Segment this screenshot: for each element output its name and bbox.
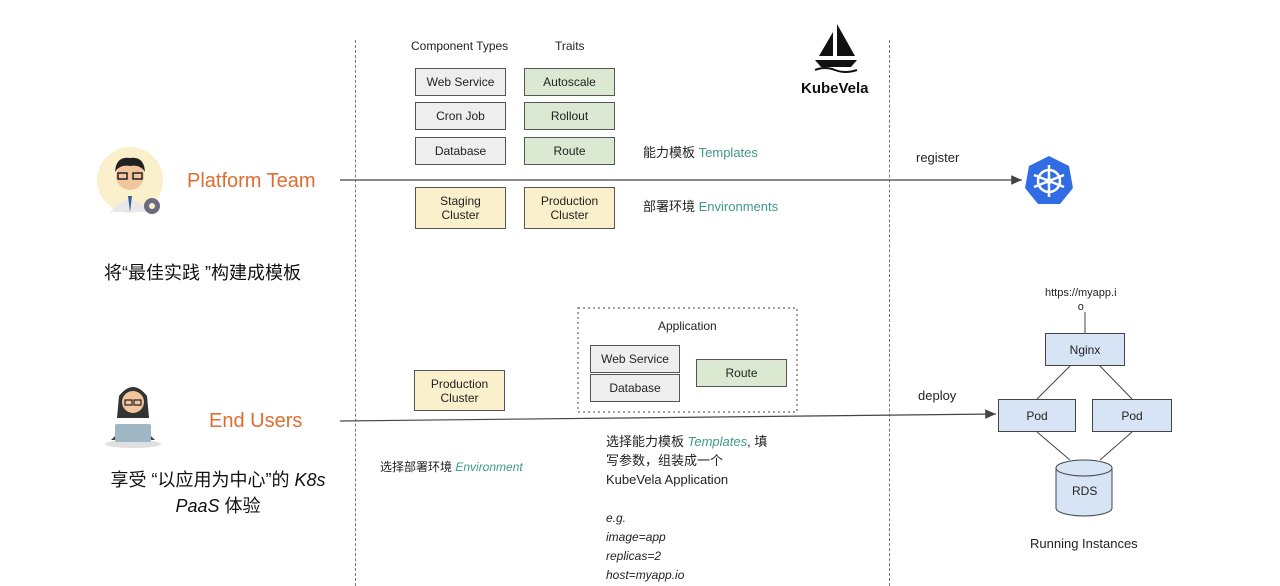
templates-label: 能力模板 Templates xyxy=(643,142,758,161)
end-users-title: End Users xyxy=(209,410,303,432)
application-frame xyxy=(577,307,798,413)
example-replicas: replicas=2 xyxy=(606,549,662,563)
select-env-label: 选择部署环境 Environment xyxy=(380,458,523,475)
select-env-cn: 选择部署环境 xyxy=(380,460,456,474)
register-label: register xyxy=(916,150,960,165)
env-production-cluster: Production Cluster xyxy=(524,187,615,229)
user-production-cluster: Production Cluster xyxy=(414,370,505,411)
select-templates-line3: KubeVela Application xyxy=(606,472,729,487)
end-users-subtitle-part1: 享受 “以应用为中心”的 xyxy=(110,470,295,490)
select-templates-cn2: , 填 xyxy=(747,434,768,449)
component-types-header: Component Types xyxy=(411,39,509,53)
traits-header: Traits xyxy=(555,39,585,53)
trait-autoscale: Autoscale xyxy=(524,68,615,96)
end-users-subtitle-k8s: K8s xyxy=(294,470,326,490)
pod-box-2: Pod xyxy=(1092,399,1172,432)
app-route: Route xyxy=(696,359,787,387)
component-cron-job: Cron Job xyxy=(415,102,506,130)
app-database: Database xyxy=(590,374,680,402)
end-users-subtitle-paas: PaaS xyxy=(175,496,220,516)
select-templates-text: 选择能力模板 Templates, 填 写参数，组装成一个 KubeVela A… xyxy=(606,432,767,489)
end-users-subtitle: 享受 “以应用为中心”的 K8s PaaS 体验 xyxy=(98,467,338,519)
pod2-to-rds-line xyxy=(1099,431,1133,461)
running-url-line1: https://myapp.i xyxy=(1045,287,1117,299)
trait-rollout: Rollout xyxy=(524,102,615,130)
trait-route: Route xyxy=(524,137,615,165)
nginx-to-pod2-line xyxy=(1099,365,1133,400)
rds-label: RDS xyxy=(1072,484,1098,498)
environments-label-en: Environments xyxy=(698,199,779,214)
templates-label-cn: 能力模板 xyxy=(643,145,696,160)
nginx-to-pod1-line xyxy=(1036,365,1071,400)
platform-team-title: Platform Team xyxy=(187,170,316,192)
platform-engineer-avatar xyxy=(97,147,163,214)
deploy-arrow xyxy=(339,409,997,422)
kubevela-logo-text: KubeVela xyxy=(801,80,869,97)
example-host: host=myapp.io xyxy=(606,568,685,582)
component-database: Database xyxy=(415,137,506,165)
example-eg: e.g. xyxy=(606,511,627,525)
left-divider xyxy=(355,40,356,586)
kubevela-logo: KubeVela xyxy=(797,22,877,102)
deploy-label: deploy xyxy=(918,388,957,403)
pod-box-1: Pod xyxy=(998,399,1076,432)
environments-label: 部署环境 Environments xyxy=(643,196,778,215)
app-web-service: Web Service xyxy=(590,345,680,373)
rds-cylinder xyxy=(1055,459,1113,517)
end-user-avatar xyxy=(105,387,161,448)
pod1-to-rds-line xyxy=(1036,431,1071,461)
right-divider xyxy=(889,40,890,586)
running-url-line2: o xyxy=(1077,301,1084,313)
running-url: https://myapp.i o xyxy=(1045,286,1117,314)
running-instances-label: Running Instances xyxy=(1030,536,1138,551)
end-users-subtitle-part2: 体验 xyxy=(219,496,261,516)
example-params: e.g. image=app replicas=2 host=myapp.io xyxy=(606,509,684,585)
select-templates-line1: 选择能力模板 Templates, 填 xyxy=(606,432,767,451)
example-image: image=app xyxy=(606,530,666,544)
select-templates-line2: 写参数，组装成一个 xyxy=(606,453,724,468)
platform-team-subtitle: 将“最佳实践 ”构建成模板 xyxy=(104,263,301,283)
component-web-service: Web Service xyxy=(415,68,506,96)
environments-label-cn: 部署环境 xyxy=(643,199,696,214)
select-templates-cn1: 选择能力模板 xyxy=(606,434,688,449)
sailboat-icon xyxy=(814,24,858,73)
nginx-box: Nginx xyxy=(1045,333,1125,366)
select-templates-en: Templates xyxy=(687,434,748,449)
application-title: Application xyxy=(658,319,717,333)
templates-label-en: Templates xyxy=(698,145,758,160)
env-staging-cluster: Staging Cluster xyxy=(415,187,506,229)
kubernetes-icon xyxy=(1025,156,1073,204)
select-env-en: Environment xyxy=(455,460,523,474)
